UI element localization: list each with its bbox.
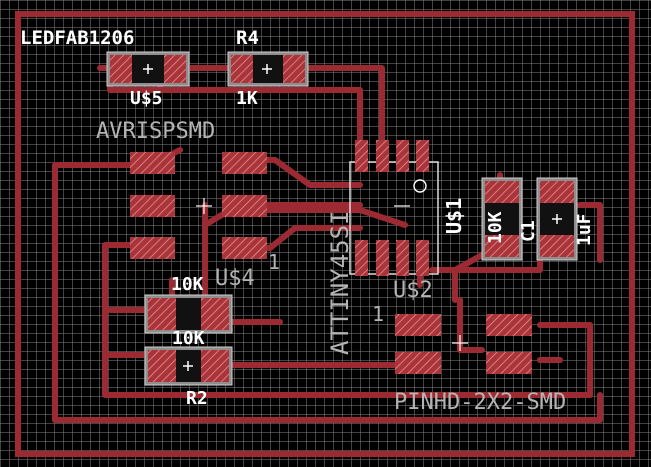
board-outline: [15, 11, 635, 457]
pinhd-pin1-label: 1: [372, 302, 385, 326]
pinhd-header[interactable]: [395, 314, 532, 374]
c1-name-label: C1: [518, 220, 539, 242]
led-value-label: U$5: [130, 88, 163, 109]
avrisp-header[interactable]: [130, 152, 267, 259]
resistor-r4[interactable]: [227, 51, 309, 87]
avrisp-name-label: AVRISPSMD: [96, 119, 216, 144]
c1-value-label: 10K: [485, 211, 506, 244]
capacitor-1uf-label: 1uF: [574, 213, 595, 246]
attiny45-chip[interactable]: [349, 140, 439, 276]
capacitor-c1[interactable]: [481, 177, 523, 261]
led-name-label: LEDFAB1206: [20, 27, 135, 49]
r2-name-label: R2: [186, 388, 208, 409]
r2-value-label: 10K: [172, 328, 205, 349]
pinhd-name-label: PINHD-2X2-SMD: [394, 390, 567, 415]
pinhd-value-label: U$2: [393, 278, 433, 303]
attiny-name-label: ATTINY45SI: [326, 210, 354, 356]
resistor-r2[interactable]: [144, 346, 233, 386]
r4-name-label: R4: [236, 27, 259, 49]
attiny-value-label: U$1: [442, 197, 466, 234]
capacitor-1uf[interactable]: [536, 177, 578, 261]
avrisp-value-label: U$4: [215, 266, 255, 291]
avrisp-pin1-label: 1: [268, 250, 281, 274]
resistor-top-value-label: 10K: [171, 274, 204, 295]
r4-value-label: 1K: [236, 88, 258, 109]
led-u5[interactable]: [106, 51, 190, 87]
resistor-10k-top[interactable]: [144, 294, 233, 334]
